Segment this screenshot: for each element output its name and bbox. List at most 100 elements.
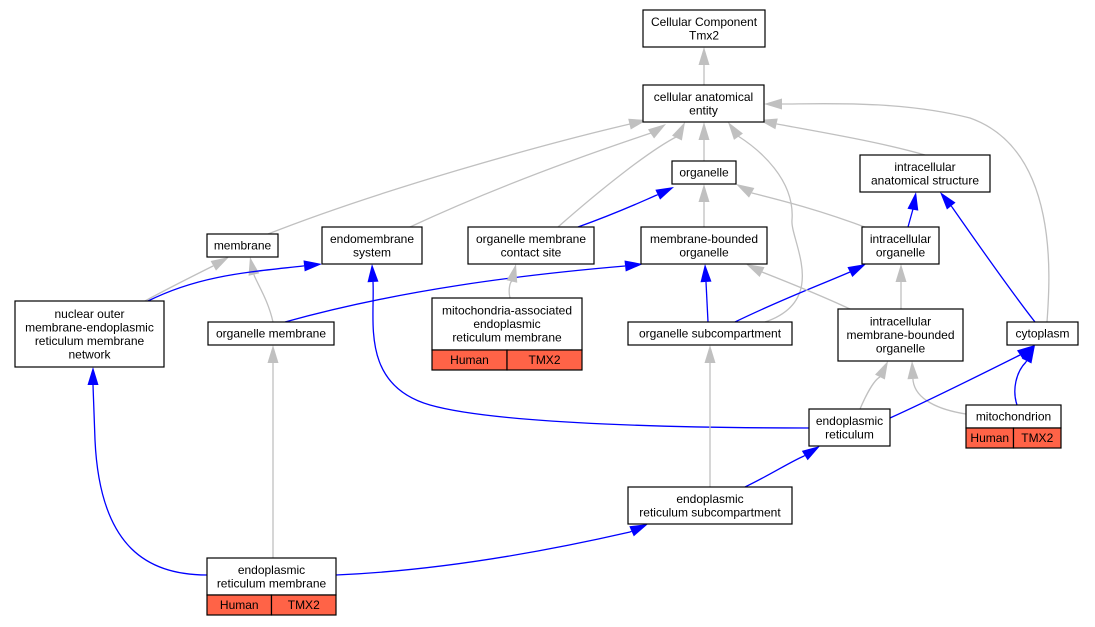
- edge-line: [912, 379, 967, 415]
- arrow-head-icon: [895, 264, 907, 282]
- edge-line: [267, 123, 631, 235]
- arrow-head-icon: [698, 122, 710, 140]
- node-box: [640, 226, 768, 265]
- edge-line: [776, 123, 926, 156]
- node-box: [14, 300, 165, 368]
- node-label-line: anatomical structure: [871, 173, 979, 187]
- node-osub[interactable]: organelle subcompartment: [627, 321, 793, 346]
- node-label-line: reticulum membrane: [35, 334, 145, 348]
- edge-cae-to-root: [698, 47, 710, 85]
- edge-line: [761, 271, 851, 310]
- arrow-head-icon: [736, 184, 755, 198]
- edge-nuclear-to-membrane: [144, 257, 229, 302]
- annotation-label: TMX2: [1021, 431, 1053, 445]
- edge-line: [557, 135, 679, 228]
- edge-line: [144, 265, 214, 302]
- arrow-head-icon: [728, 122, 743, 140]
- edge-line: [284, 265, 626, 323]
- node-label-line: network: [68, 347, 111, 361]
- arrow-head-icon: [704, 345, 716, 363]
- node-label-line: cytoplasm: [1015, 327, 1069, 341]
- edge-line: [508, 280, 513, 299]
- edge-line: [737, 135, 804, 323]
- edge-line: [779, 102, 1050, 323]
- node-label-line: membrane-endoplasmic: [25, 320, 154, 334]
- arrow-head-icon: [875, 361, 888, 380]
- node-box: [206, 557, 337, 596]
- node-box: [808, 408, 891, 447]
- node-membrane[interactable]: membrane: [206, 233, 279, 258]
- edge-nuclear-to-endomembrane: [147, 260, 322, 302]
- node-label-line: endomembrane: [330, 232, 414, 246]
- edge-line: [92, 384, 208, 576]
- annotation-label: Human: [970, 431, 1009, 445]
- node-label-line: system: [353, 245, 391, 259]
- node-label-line: intracellular: [870, 315, 931, 329]
- node-label-line: endoplasmic: [816, 414, 883, 428]
- node-label-line: endoplasmic: [238, 563, 305, 577]
- arrow-head-icon: [698, 47, 710, 65]
- annotation-label: TMX2: [288, 598, 320, 612]
- node-label-line: intracellular: [894, 160, 955, 174]
- edge-er-to-imbo: [859, 361, 888, 410]
- node-orgmem[interactable]: organelle membrane: [207, 321, 335, 346]
- node-label-line: reticulum membrane: [452, 331, 562, 345]
- arrow-head-icon: [847, 264, 866, 277]
- node-nuclear[interactable]: nuclear outermembrane-endoplasmicreticul…: [14, 300, 165, 368]
- node-box: [671, 160, 737, 185]
- edge-line: [409, 131, 655, 228]
- edge-line: [577, 194, 658, 228]
- edge-mam-to-omcs: [506, 264, 518, 299]
- node-label-line: cellular anatomical: [654, 90, 753, 104]
- edge-mito-to-imbo: [907, 361, 967, 415]
- edge-ersub-to-osub: [704, 345, 716, 487]
- annotation-cell: [270, 594, 337, 616]
- arrow-head-icon: [248, 257, 260, 276]
- node-label-line: organelle: [876, 342, 926, 356]
- arrow-head-icon: [367, 264, 379, 283]
- node-label-line: organelle: [679, 166, 729, 180]
- arrow-head-icon: [1016, 345, 1035, 360]
- node-box: [859, 154, 991, 193]
- arrow-head-icon: [907, 361, 919, 380]
- edge-omcs-to-organelle: [577, 187, 674, 228]
- edge-line: [889, 354, 1021, 419]
- node-box: [467, 226, 595, 265]
- edge-erm-to-nuclear: [87, 367, 208, 576]
- node-box: [1006, 321, 1079, 346]
- edge-line: [1014, 361, 1027, 406]
- node-label-line: endoplasmic: [473, 317, 540, 331]
- node-organelle[interactable]: organelle: [671, 160, 737, 185]
- edge-line: [744, 455, 805, 488]
- edge-ias-to-cae: [759, 118, 926, 156]
- node-label-line: membrane: [214, 239, 272, 253]
- edge-er-to-endomembrane: [367, 264, 810, 429]
- node-cyto[interactable]: cytoplasm: [1006, 321, 1079, 346]
- node-box: [642, 84, 765, 123]
- arrow-head-icon: [267, 345, 279, 363]
- arrow-head-icon: [647, 124, 666, 139]
- node-label-line: mitochondria-associated: [442, 304, 572, 318]
- arrow-head-icon: [672, 122, 685, 141]
- node-label-line: endoplasmic: [676, 492, 743, 506]
- annotation-label: Human: [220, 598, 259, 612]
- node-label-line: organelle membrane: [216, 327, 326, 341]
- edge-line: [734, 271, 851, 323]
- node-mam[interactable]: mitochondria-associatedendoplasmicreticu…: [431, 297, 583, 371]
- node-label-line: membrane-bounded: [650, 232, 758, 246]
- edge-er-to-cyto: [889, 345, 1035, 419]
